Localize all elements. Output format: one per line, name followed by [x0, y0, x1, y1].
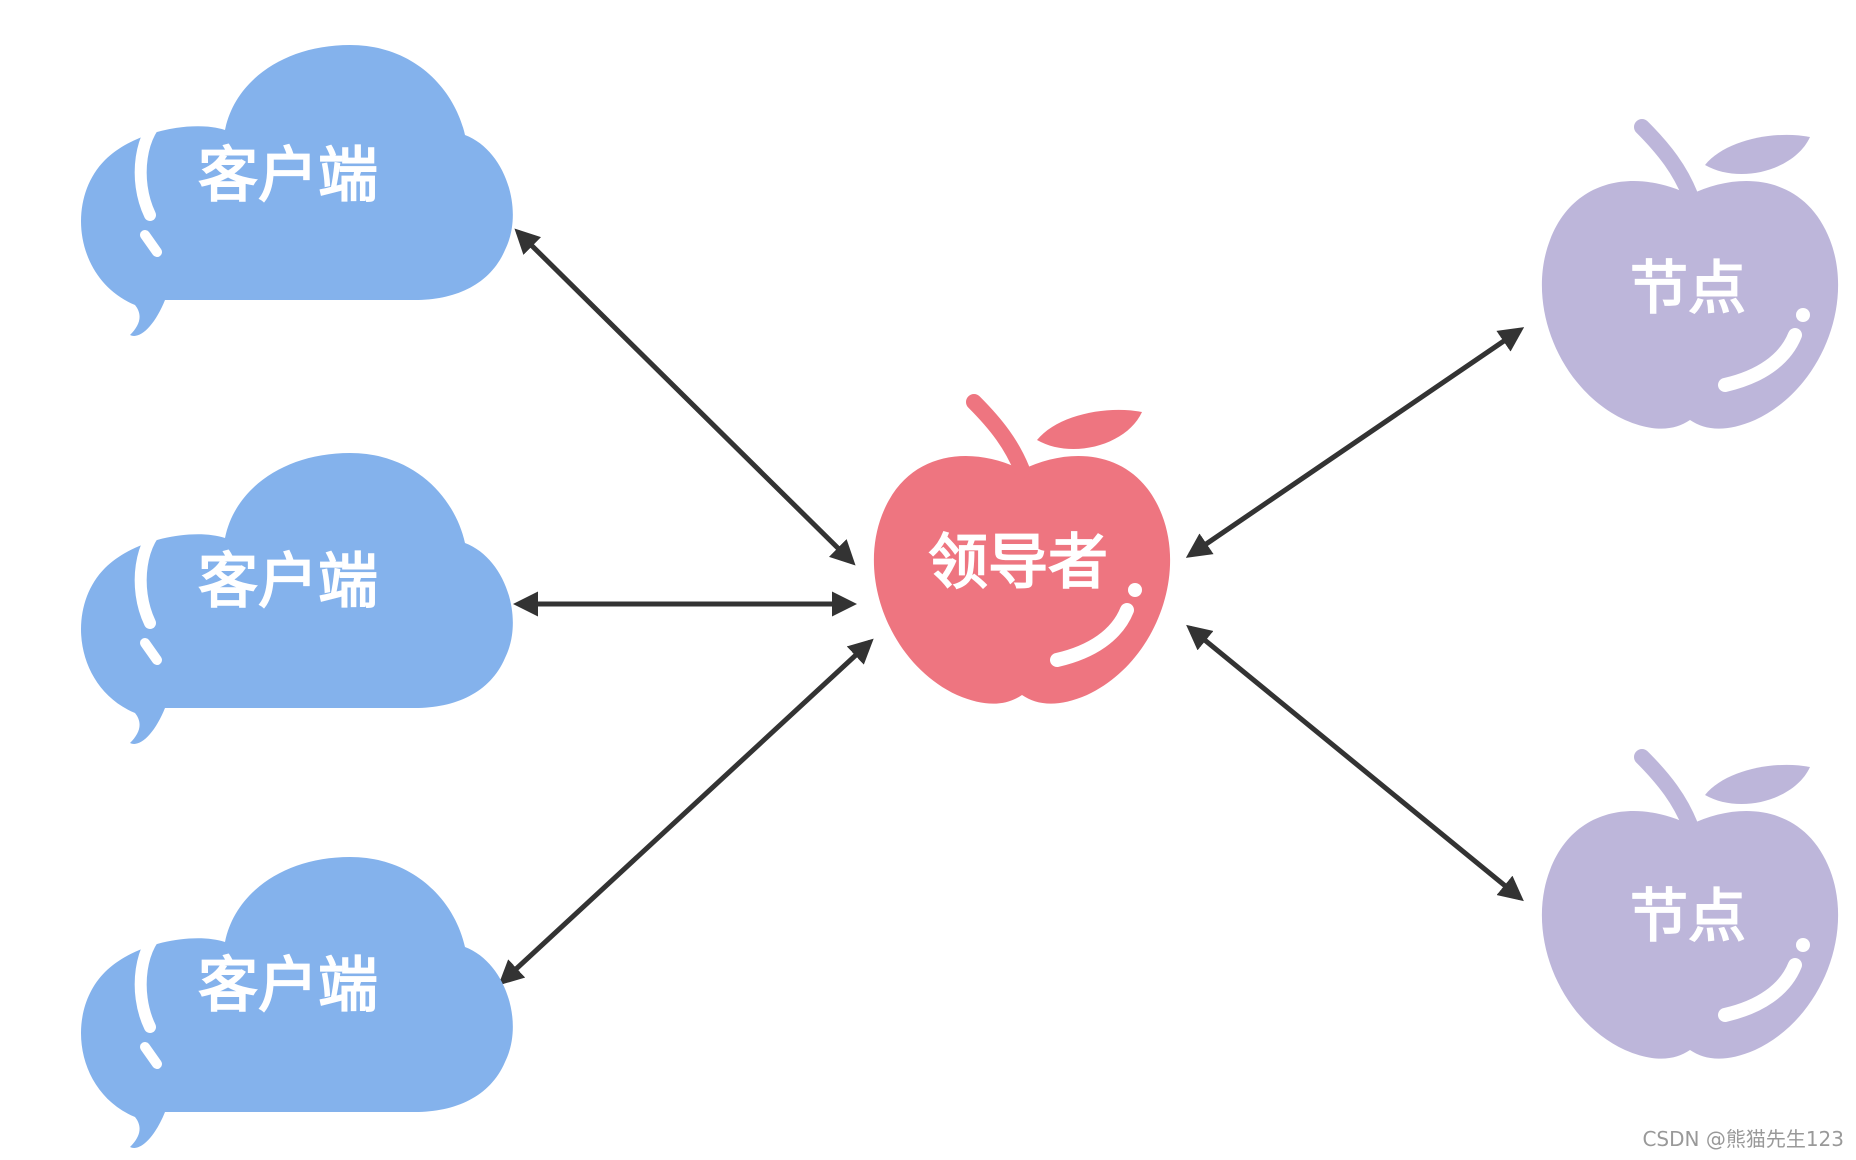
client-cloud-2: 客户端 — [81, 453, 513, 744]
client-cloud-3: 客户端 — [81, 857, 513, 1148]
node-label: 节点 — [1630, 882, 1746, 950]
watermark: CSDN @熊猫先生123 — [1642, 1127, 1844, 1151]
edge-leader-node-2 — [1186, 624, 1524, 902]
edge-client-3-leader — [498, 638, 874, 986]
client-cloud-1: 客户端 — [81, 45, 513, 336]
node-apple-2: 节点 — [1542, 757, 1838, 1059]
node-label: 节点 — [1630, 254, 1746, 322]
edges — [498, 228, 1525, 986]
client-label: 客户端 — [198, 951, 378, 1021]
node-apple-1: 节点 — [1542, 127, 1838, 429]
edge-client-1-leader — [514, 228, 856, 566]
edge-leader-node-1 — [1185, 327, 1525, 558]
leader-label: 领导者 — [928, 528, 1108, 598]
leader-apple: 领导者 — [874, 402, 1170, 704]
client-label: 客户端 — [198, 547, 378, 617]
client-label: 客户端 — [198, 141, 378, 211]
